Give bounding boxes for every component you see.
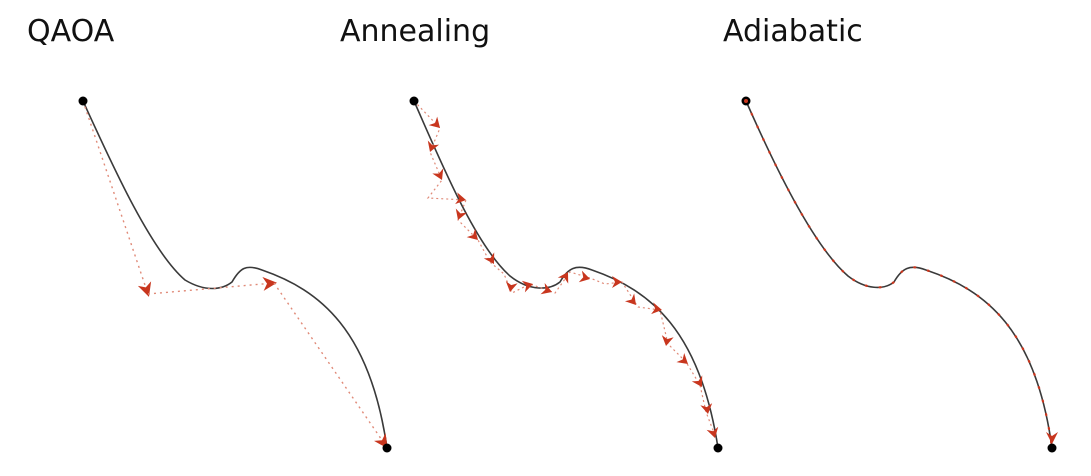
annealing-arrowheads (427, 116, 719, 438)
annealing-arrow (427, 140, 440, 152)
adiabatic-final-arrow (1046, 432, 1058, 444)
panel-title-annealing: Annealing (340, 14, 491, 49)
annealing-arrow (691, 375, 703, 387)
annealing-arrow (432, 168, 444, 180)
panel-qaoa (78, 96, 392, 453)
annealing-arrow (557, 272, 569, 284)
annealing-end-point (713, 443, 723, 453)
annealing-arrow (540, 282, 552, 295)
annealing-arrow (624, 293, 636, 305)
annealing-zigzag (413, 100, 717, 439)
qaoa-end-point (382, 443, 392, 453)
panel-annealing (409, 96, 723, 453)
annealing-arrow (521, 280, 533, 293)
panel-title-qaoa: QAOA (27, 14, 115, 49)
panel-adiabatic (741, 96, 1058, 453)
panel-title-adiabatic: Adiabatic (723, 14, 863, 49)
annealing-arrow (676, 352, 688, 364)
qaoa-steps (82, 100, 388, 449)
annealing-steps (413, 100, 717, 439)
qaoa-start-point (78, 96, 88, 106)
annealing-arrow (700, 403, 713, 414)
qaoa-step-3 (273, 282, 388, 449)
adiabatic-start-ring (744, 99, 748, 103)
annealing-arrow (578, 270, 590, 283)
annealing-start-point (409, 96, 419, 106)
annealing-curve (413, 100, 719, 449)
annealing-arrow (455, 192, 466, 205)
annealing-arrow (661, 335, 674, 346)
qaoa-curve (82, 100, 388, 449)
annealing-arrow (483, 252, 495, 264)
annealing-arrow (651, 302, 662, 315)
adiabatic-end-point (1047, 443, 1057, 453)
qaoa-step-1 (82, 100, 152, 297)
annealing-arrow (505, 281, 518, 292)
annealing-arrow (612, 276, 622, 288)
adiabatic-steps (744, 99, 1054, 450)
annealing-arrow (428, 116, 440, 128)
annealing-arrow (706, 426, 719, 438)
annealing-arrow (455, 208, 468, 220)
annealing-arrow (466, 228, 478, 240)
adiabatic-curve (745, 100, 1053, 449)
